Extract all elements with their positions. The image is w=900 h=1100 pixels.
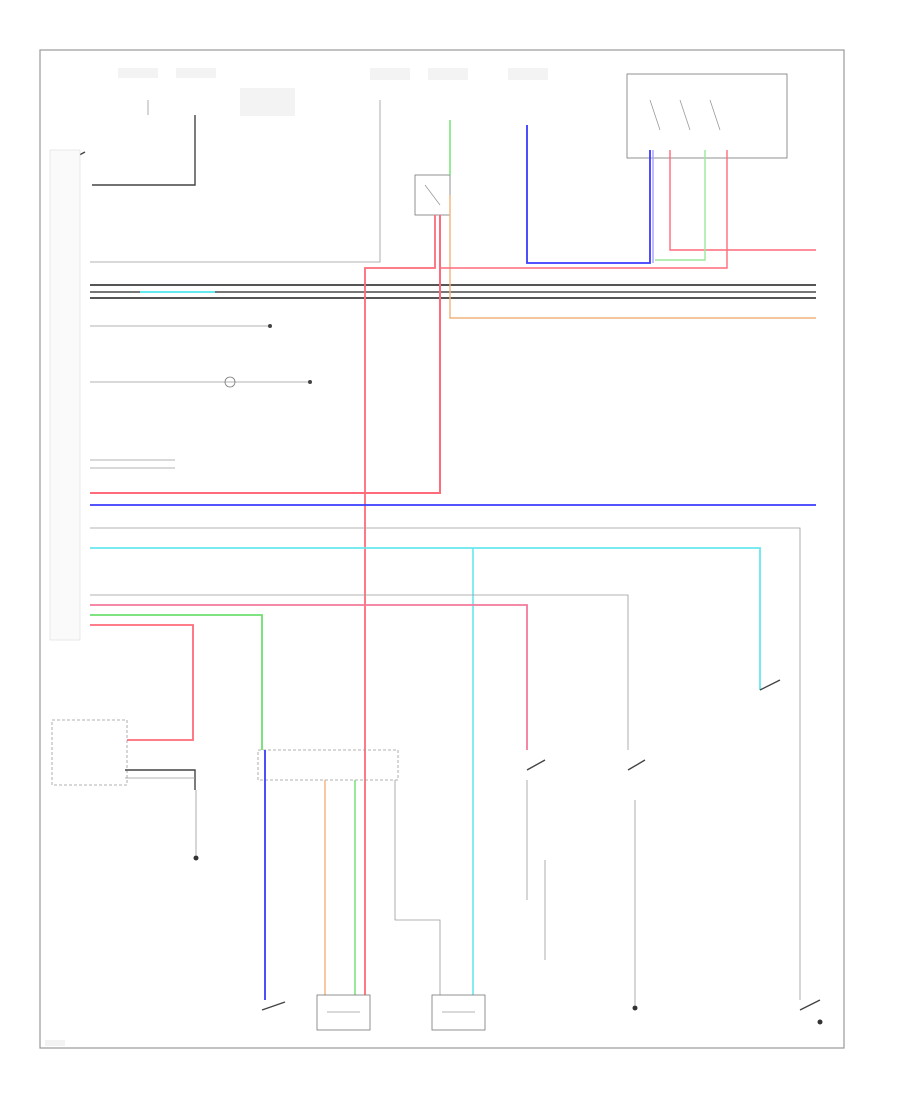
connector-dot-2 (224, 376, 236, 388)
connector-dot-3 (308, 380, 312, 384)
wire-gray-switch (90, 594, 629, 750)
wire-cyan (90, 547, 761, 690)
connector-dot-1 (268, 324, 272, 328)
fuse-label-group-1 (118, 68, 295, 116)
wire-red-to-harness (90, 215, 441, 494)
wire-bus-gray-1 (90, 100, 381, 263)
door-lock-block (257, 749, 399, 781)
wire-blue-top (526, 125, 651, 264)
switch-right-4 (799, 999, 821, 1011)
wire-red-relay-feed (364, 215, 436, 1000)
wire-green-lower (90, 614, 263, 750)
lock-motor-box-1 (316, 994, 371, 1031)
wire-red-right (669, 150, 816, 251)
ground-left (193, 855, 199, 861)
feed-wire-ign (92, 115, 196, 186)
switch-bottom-left (261, 1001, 286, 1011)
fuse-label-a (370, 68, 410, 80)
wire-red-lower (90, 624, 194, 741)
switch-right-2 (627, 759, 646, 771)
left-connector-body (49, 149, 81, 641)
control-module-box (51, 719, 128, 786)
relay-contacts (649, 99, 721, 131)
diagram-frame (39, 49, 845, 1049)
wire-stub-3 (90, 459, 175, 469)
relay-module-box (626, 73, 788, 159)
ground-center (632, 1005, 638, 1011)
ground-right (817, 1019, 823, 1025)
switch-right-3 (759, 679, 781, 691)
control-module-wires (125, 769, 196, 790)
wire-orange (449, 195, 816, 319)
footer-code-box (45, 1040, 65, 1046)
lock-motor-box-2 (431, 994, 486, 1031)
wire-green-right (655, 150, 706, 261)
wire-gray-right (90, 527, 801, 1000)
fuse-label-b (428, 68, 468, 80)
wire-red-right-2 (440, 150, 728, 269)
wire-switch-lower (526, 780, 636, 1005)
switch-right-1 (526, 759, 546, 771)
wire-pink (90, 604, 528, 750)
central-relay-coil (424, 184, 441, 206)
fuse-label-c (508, 68, 548, 80)
wire-gray-lower (394, 780, 441, 1000)
